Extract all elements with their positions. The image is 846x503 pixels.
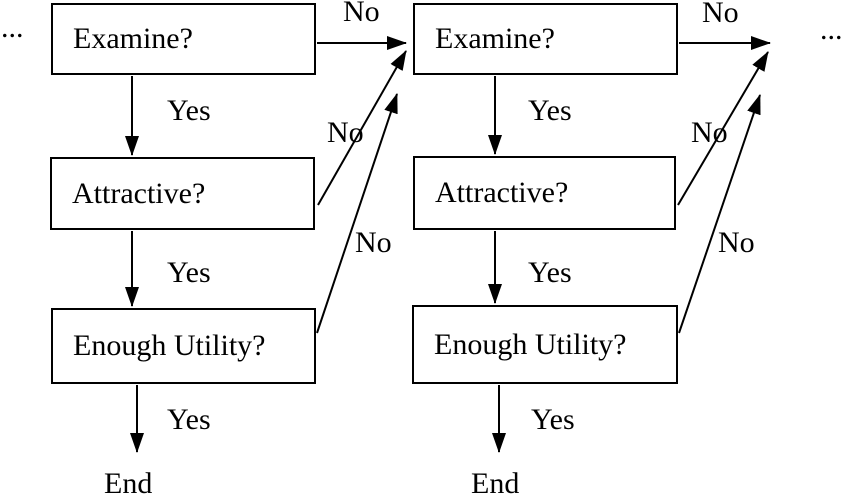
box-attractive-col1: Attractive? [50,157,315,230]
no-label-examine-col1: No [343,0,380,28]
box-utility-col2: Enough Utility? [412,305,678,384]
continuation-right: ... [820,13,843,46]
yes-label-utility-col2: Yes [531,403,575,436]
box-attractive-col2: Attractive? [413,156,676,230]
no-label-utility-col2: No [718,226,755,259]
no-label-examine-col2: No [702,0,739,29]
box-examine-col1: Examine? [51,3,316,75]
yes-label-examine-col2: Yes [528,94,572,127]
no-label-attractive-col1: No [327,116,364,149]
yes-label-attractive-col1: Yes [167,256,211,289]
end-label-col2: End [471,467,520,500]
box-attractive-col1-label: Attractive? [72,176,206,210]
arrow-no-attractive-col1-to-examine-col2 [317,50,407,206]
box-examine-col2-label: Examine? [435,22,555,55]
no-label-attractive-col2: No [691,116,728,149]
end-label-col1: End [104,467,153,500]
box-examine-col1-label: Examine? [73,22,193,55]
yes-label-utility-col1: Yes [167,403,211,436]
arrow-no-utility-col1-to-examine-col2 [316,93,398,334]
box-utility-col2-label: Enough Utility? [434,327,627,361]
box-utility-col1-label: Enough Utility? [73,329,266,362]
yes-label-attractive-col2: Yes [528,256,572,289]
arrow-no-attractive-col2-to-next [677,51,769,206]
box-utility-col1: Enough Utility? [51,308,316,384]
continuation-left: ... [1,11,24,44]
yes-label-examine-col1: Yes [167,94,211,127]
no-label-utility-col1: No [355,226,392,259]
box-attractive-col2-label: Attractive? [435,176,569,209]
box-examine-col2: Examine? [413,3,678,75]
arrow-no-utility-col2-to-next [678,94,761,334]
